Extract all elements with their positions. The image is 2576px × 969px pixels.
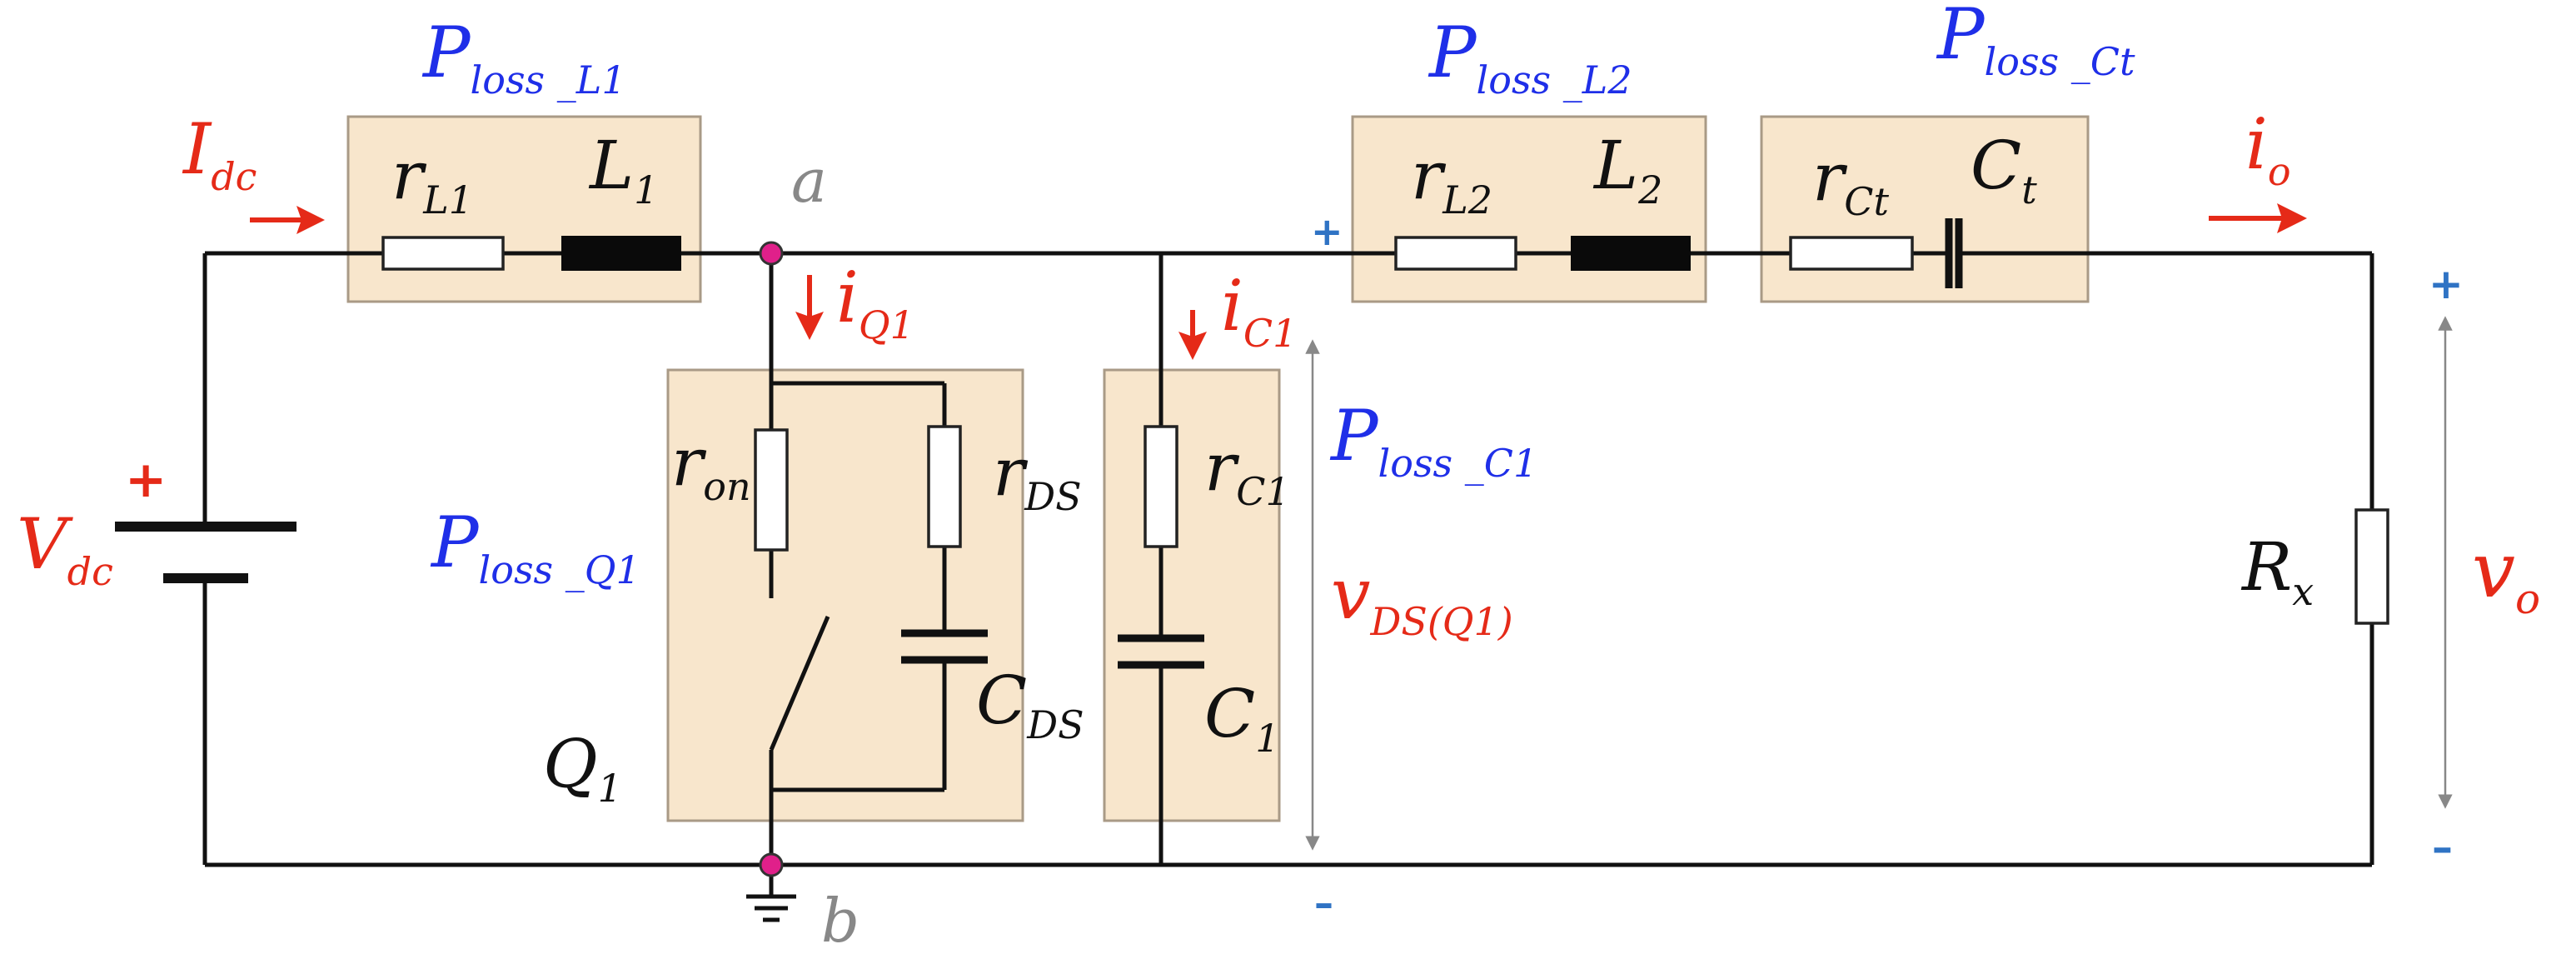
label-rc1: rC1 — [1204, 428, 1290, 514]
label-ploss-q1: Ploss _Q1 — [430, 502, 640, 592]
label-l1: L1 — [588, 127, 658, 212]
label-iq1: iQ1 — [836, 257, 914, 347]
label-io: io — [2245, 103, 2291, 194]
label-ploss-l1: Ploss _L1 — [421, 12, 626, 102]
label-rl1: rL1 — [391, 137, 473, 222]
resistor-rl2 — [1394, 236, 1517, 271]
capacitor-cds — [901, 629, 988, 664]
inductor-l2 — [1571, 236, 1691, 271]
resistor-ron — [754, 428, 789, 552]
vo-plus-sign: + — [2429, 260, 2464, 308]
ic1-arrow-icon — [1178, 310, 1207, 360]
label-ploss-l2: Ploss _L2 — [1428, 12, 1632, 102]
label-ron: ron — [671, 423, 751, 509]
resistor-rds — [927, 425, 962, 548]
label-rct: rCt — [1812, 138, 1889, 224]
label-q1: Q1 — [543, 725, 622, 811]
iq1-arrow-icon — [795, 275, 824, 340]
vo-minus-sign: – — [2432, 823, 2453, 872]
dc-voltage-source — [115, 522, 296, 583]
label-cds: CDS — [976, 662, 1084, 747]
label-rx: Rx — [2240, 528, 2314, 614]
switch-q1 — [769, 616, 830, 751]
label-l2: L2 — [1592, 127, 1662, 212]
resistor-rx — [2354, 508, 2389, 625]
resistor-rct — [1789, 236, 1914, 271]
resistor-rc1 — [1144, 425, 1178, 548]
label-ploss-c1: Ploss _C1 — [1329, 395, 1537, 486]
loss-box-ct — [1760, 115, 2090, 303]
circuit-wires — [202, 251, 2374, 895]
loss-box-c1 — [1103, 368, 1281, 822]
vds-plus-sign: + — [1311, 209, 1343, 254]
label-ct: Ct — [1971, 127, 2037, 212]
capacitor-c1 — [1118, 634, 1204, 669]
label-ic1: iC1 — [1221, 265, 1297, 356]
idc-arrow-icon — [250, 206, 325, 234]
vds-minus-sign: – — [1314, 881, 1333, 926]
label-node-b: b — [821, 886, 859, 956]
ground-icon — [746, 894, 796, 922]
label-vdc: Vdc — [17, 503, 113, 594]
node-a-dot — [759, 241, 784, 266]
label-idc: Idc — [182, 108, 257, 199]
label-rds: rDS — [993, 433, 1082, 519]
vdc-plus-sign: + — [125, 451, 167, 509]
capacitor-ct — [1945, 218, 1963, 288]
resistor-rl1 — [381, 236, 505, 271]
label-c1: C1 — [1204, 675, 1280, 761]
label-vds-q1: vDS(Q1) — [1331, 553, 1513, 644]
node-b-dot — [759, 852, 784, 877]
inductor-l1 — [561, 236, 681, 271]
io-arrow-icon — [2209, 203, 2307, 233]
label-ploss-ct: Ploss _Ct — [1936, 0, 2135, 84]
label-rl2: rL2 — [1411, 137, 1492, 222]
loss-box-q1 — [666, 368, 1024, 822]
label-node-a: a — [791, 146, 827, 216]
label-vo: vo — [2472, 526, 2540, 623]
